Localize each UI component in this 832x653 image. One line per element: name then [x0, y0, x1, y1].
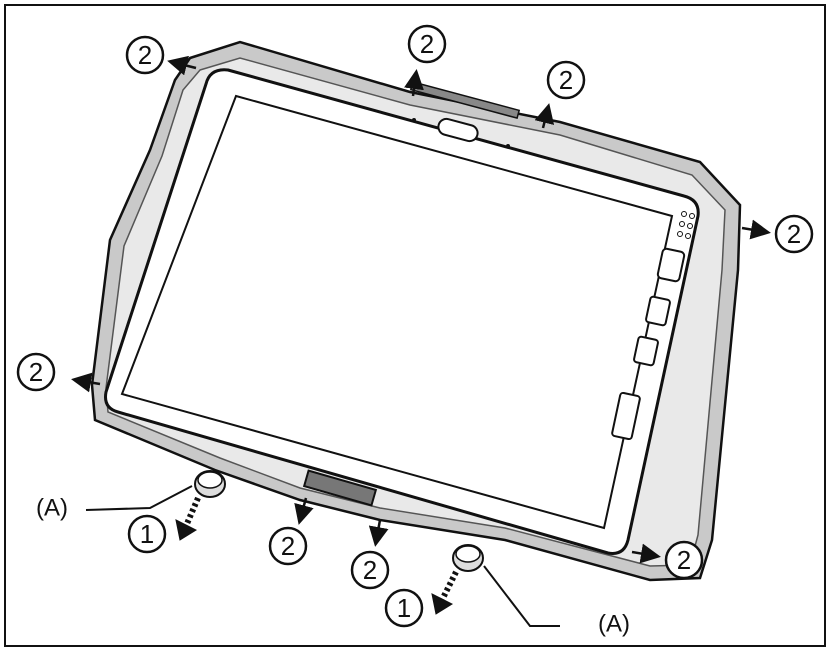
label-a: (A) [598, 611, 630, 638]
callout-step2: 2 [407, 24, 447, 64]
step2-callouts: 2 2 2 2 2 2 2 [16, 24, 814, 590]
callout-number: 2 [420, 29, 434, 59]
tablet-screen [120, 94, 674, 530]
bottom-connector [302, 469, 378, 507]
callout-step2: 2 [664, 540, 704, 580]
callout-step2: 2 [546, 60, 586, 100]
side-buttons [611, 247, 686, 441]
callout-step2: 2 [774, 214, 814, 254]
camera-icon [437, 117, 479, 143]
sensor-dot [506, 144, 510, 148]
step1-callouts: 1 1 [127, 514, 424, 628]
callout-number: 1 [397, 593, 411, 623]
screw-cap-right [452, 544, 484, 572]
step1-arrows [175, 496, 459, 615]
screw-cap-left [194, 470, 226, 498]
power-button [656, 247, 686, 283]
callout-number: 2 [29, 357, 43, 387]
callout-step1: 1 [127, 514, 167, 554]
step2-arrows [71, 55, 771, 564]
tablet-device [104, 68, 700, 555]
function-button-2 [633, 335, 659, 367]
callout-step2: 2 [125, 35, 165, 75]
callout-number: 2 [559, 65, 573, 95]
function-button-3 [611, 391, 641, 441]
callout-step2: 2 [16, 352, 56, 392]
callout-step1: 1 [384, 588, 424, 628]
callout-number: 2 [138, 40, 152, 70]
callout-number: 2 [787, 219, 801, 249]
callout-number: 1 [140, 519, 154, 549]
callout-step2: 2 [350, 550, 390, 590]
indicator-lights [677, 211, 695, 239]
callout-step2: 2 [268, 526, 308, 566]
label-a-leaders [85, 485, 560, 627]
callout-number: 2 [281, 531, 295, 561]
sensor-dot [412, 118, 416, 122]
callout-number: 2 [363, 555, 377, 585]
label-a: (A) [36, 495, 68, 522]
function-button-1 [645, 295, 671, 327]
callout-number: 2 [677, 545, 691, 575]
